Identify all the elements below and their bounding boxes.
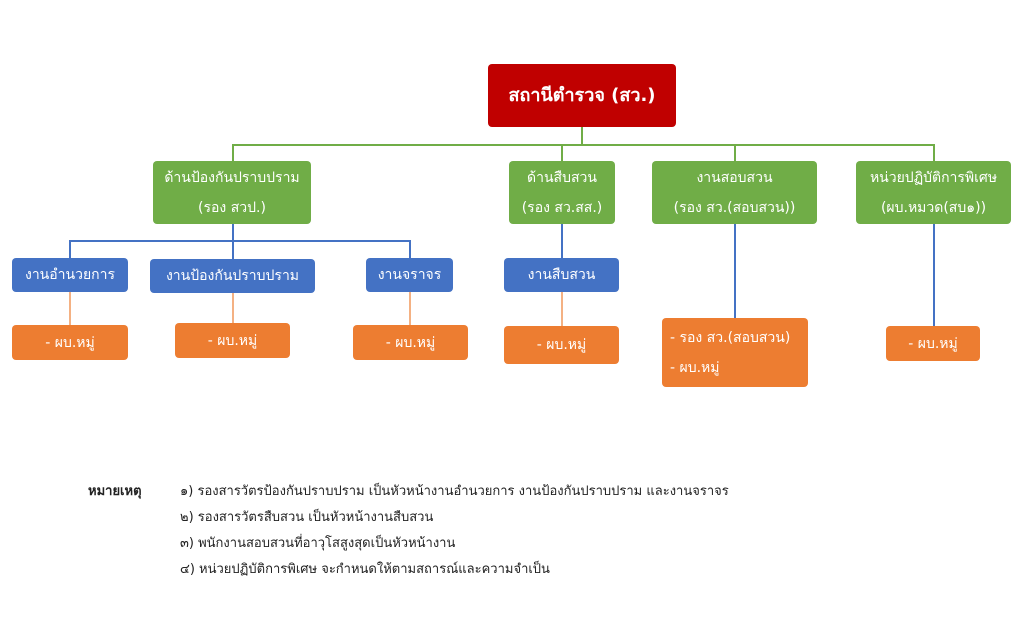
connector (232, 144, 234, 161)
note-item: ๑) รองสารวัตรป้องกันปราบปราม เป็นหัวหน้า… (180, 484, 729, 499)
connector (734, 144, 736, 161)
root-label: สถานีตำรวจ (สว.) (508, 84, 656, 106)
staff-box: - ผบ.หมู่ (886, 326, 980, 361)
connector (69, 240, 71, 258)
division-head: (ผบ.หมวด(สบ๑)) (880, 199, 987, 216)
division-special-ops: หน่วยปฏิบัติการพิเศษ (ผบ.หมวด(สบ๑)) (856, 161, 1011, 224)
unit-label: งานจราจร (377, 267, 442, 283)
notes-label: หมายเหตุ (88, 484, 142, 499)
connector (232, 293, 234, 323)
staff-label: - ผบ.หมู่ (385, 334, 436, 351)
staff-label: - ผบ.หมู่ (207, 332, 258, 349)
connector (69, 240, 411, 242)
staff-box: - ผบ.หมู่ (353, 325, 468, 360)
division-title: ด้านป้องกันปราบปราม (164, 169, 300, 186)
division-prevention: ด้านป้องกันปราบปราม (รอง สวป.) (153, 161, 311, 224)
unit-traffic: งานจราจร (366, 258, 453, 292)
division-head: (รอง สว.(สอบสวน)) (673, 199, 796, 216)
staff-label: - ผบ.หมู่ (536, 337, 587, 353)
division-investigation: ด้านสืบสวน (รอง สว.สส.) (509, 161, 615, 224)
staff-box: - ผบ.หมู่ (12, 325, 128, 360)
connector (69, 292, 71, 325)
note-item: ๓) พนักงานสอบสวนที่อาวุโสสูงสุดเป็นหัวหน… (180, 536, 456, 551)
root-node: สถานีตำรวจ (สว.) (488, 64, 676, 127)
connector (561, 224, 563, 258)
staff-label: - รอง สว.(สอบสวน) (670, 329, 791, 346)
connector (933, 144, 935, 161)
staff-label: - ผบ.หมู่ (908, 335, 958, 352)
unit-label: งานป้องกันปราบปราม (165, 268, 300, 284)
connector (409, 240, 411, 258)
division-inquiry: งานสอบสวน (รอง สว.(สอบสวน)) (652, 161, 817, 224)
connector (561, 292, 563, 326)
staff-label: - ผบ.หมู่ (45, 334, 95, 351)
connector (561, 144, 563, 161)
connector (409, 292, 411, 325)
staff-label: - ผบ.หมู่ (670, 359, 720, 376)
division-head: (รอง สวป.) (198, 199, 266, 216)
staff-box: - ผบ.หมู่ (175, 323, 290, 358)
connector (933, 224, 935, 326)
unit-administration: งานอำนวยการ (12, 258, 128, 292)
staff-box: - รอง สว.(สอบสวน) - ผบ.หมู่ (662, 318, 808, 387)
unit-investigation: งานสืบสวน (504, 258, 619, 292)
unit-label: งานสืบสวน (527, 267, 596, 283)
connector (734, 224, 736, 318)
connector (581, 127, 583, 145)
division-title: หน่วยปฏิบัติการพิเศษ (869, 169, 998, 186)
division-title: งานสอบสวน (696, 169, 773, 186)
note-item: ๒) รองสารวัตรสืบสวน เป็นหัวหน้างานสืบสวน (180, 510, 434, 525)
unit-label: งานอำนวยการ (24, 267, 116, 283)
note-item: ๔) หน่วยปฏิบัติการพิเศษ จะกำหนดให้ตามสถา… (180, 562, 550, 577)
unit-prevention: งานป้องกันปราบปราม (150, 259, 315, 293)
division-head: (รอง สว.สส.) (521, 199, 603, 216)
division-title: ด้านสืบสวน (527, 169, 597, 186)
connector (232, 144, 935, 146)
staff-box: - ผบ.หมู่ (504, 326, 619, 364)
